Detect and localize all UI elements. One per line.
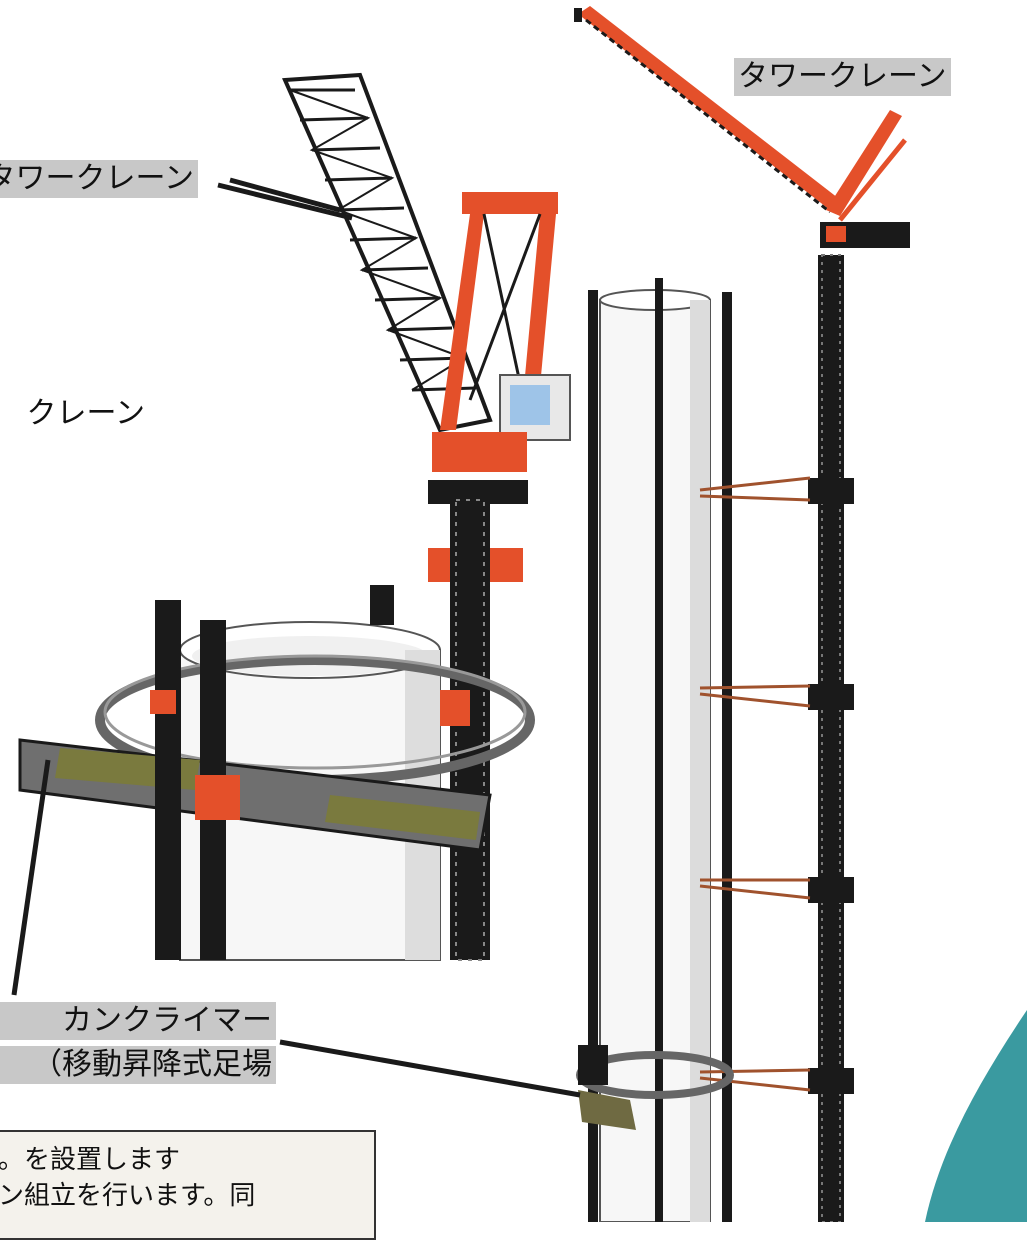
tower-crane-left-label-text: タワークレーン	[0, 161, 194, 196]
tower-crane-right-label: タワークレーン	[734, 58, 951, 96]
luffing-crane-head	[428, 192, 571, 582]
note-line-1-text: を設置します。	[0, 1145, 181, 1175]
climber-platform	[18, 585, 535, 960]
tower-crane-right-jib	[574, 6, 910, 248]
climber-label-line2: 移動昇降式足場）	[0, 1046, 276, 1084]
leader-line-climber-lower	[279, 1039, 581, 1098]
climber-lower	[576, 1045, 734, 1130]
climber-label-line1-text: カンクライマー	[62, 1003, 272, 1038]
luffing-crane-mast	[450, 499, 490, 961]
crane-mid-label: クレーン	[0, 395, 146, 433]
luffing-crane-boom	[229, 72, 493, 433]
leader-line-tower-left	[217, 182, 353, 221]
note-box: を設置します。 ン組立を行います。同	[0, 1130, 376, 1240]
tower-crane-right-mast	[699, 254, 854, 1222]
tower-crane-left-label: タワークレーン	[0, 160, 198, 198]
note-line-2: ン組立を行います。同	[0, 1180, 374, 1212]
note-line-1: を設置します。	[0, 1144, 374, 1176]
chimney-right	[588, 278, 732, 1222]
teal-corner-shape	[925, 1010, 1027, 1222]
climber-label-line1: カンクライマー	[0, 1002, 276, 1040]
note-line-2-text: ン組立を行います。同	[0, 1181, 256, 1211]
leader-line-climber-upper	[11, 759, 51, 996]
climber-label-line2-text: 移動昇降式足場）	[32, 1047, 272, 1082]
crane-mid-label-text: クレーン	[26, 396, 146, 431]
